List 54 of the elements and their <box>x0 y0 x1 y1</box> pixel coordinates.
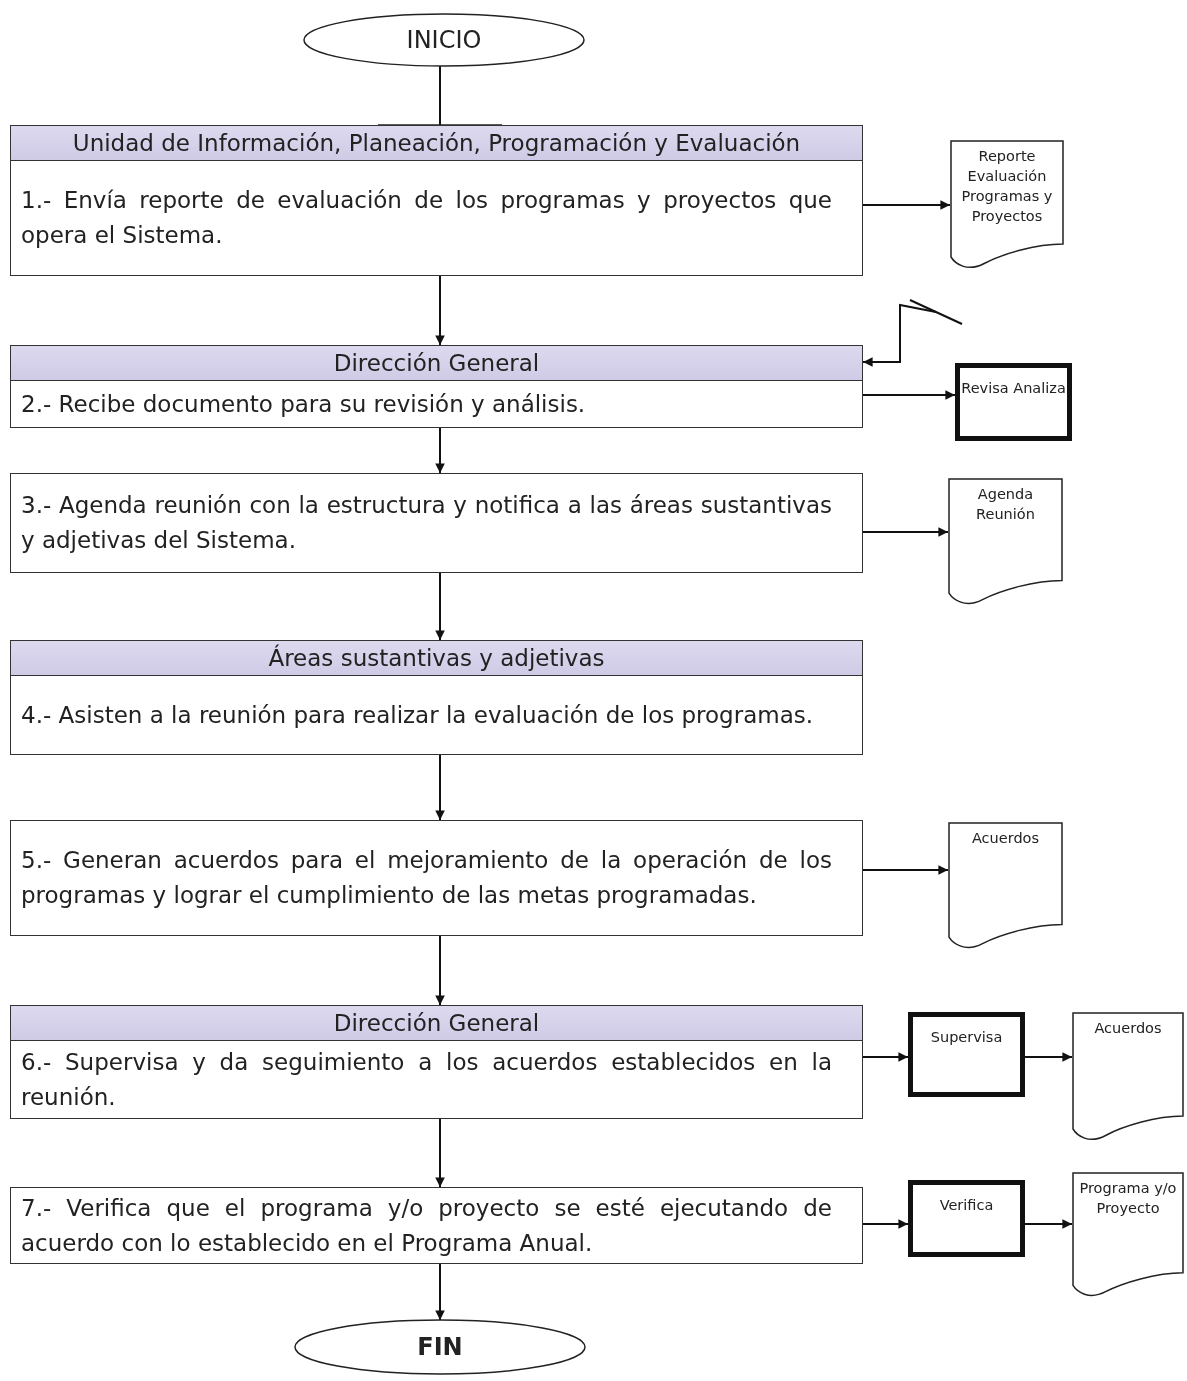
arrow <box>862 390 956 400</box>
document-label: Acuerdos <box>1094 1020 1162 1036</box>
activity-box <box>908 1180 1025 1257</box>
arrow <box>435 1263 445 1321</box>
step-text: 3.- Agenda reunión con la estructura y notifica a las áreas sustantivas y adjetivas del Sistema. <box>21 491 832 555</box>
document-shape <box>1072 1172 1184 1298</box>
document-label: Reporte Evaluación Programas y Proyectos <box>961 148 1053 224</box>
process-box <box>10 125 863 276</box>
activity-box <box>908 1012 1025 1097</box>
terminator-ellipse <box>295 1320 585 1374</box>
arrow <box>435 275 445 346</box>
document-shape <box>950 140 1064 270</box>
process-box <box>10 640 863 755</box>
process-box <box>10 820 863 936</box>
terminator-ellipse <box>304 14 584 66</box>
step-text: 2.- Recibe documento para su revisión y análisis. <box>21 389 587 419</box>
arrow <box>1024 1219 1073 1229</box>
document-label: Acuerdos <box>971 830 1040 846</box>
step-text: 7.- Verifica que el programa y/o proyecto se esté ejecutando de acuerdo con lo establecido en el Programa Anual. <box>21 1193 832 1258</box>
arrow <box>1024 1052 1073 1062</box>
lane-header: Dirección General <box>11 346 862 381</box>
activity-label: Revisa Analiza <box>961 380 1066 396</box>
step-text: 5.- Generan acuerdos para el mejoramiento de la operación de los programas y lograr el cumplimiento de las metas programadas. <box>21 846 832 910</box>
lane-header: Áreas sustantivas y adjetivas <box>11 641 862 676</box>
document-label: Agenda Reunión <box>976 486 1035 522</box>
step-text: 6.- Supervisa y da seguimiento a los acuerdos establecidos en la reunión. <box>21 1047 832 1112</box>
document-shape <box>948 822 1063 950</box>
activity-label: Supervisa <box>930 1029 1003 1045</box>
arrow <box>435 572 445 641</box>
arrow <box>862 865 949 875</box>
process-box <box>10 345 863 428</box>
arrow <box>435 935 445 1006</box>
arrow <box>862 303 937 367</box>
lane-header: Unidad de Información, Planeación, Programación y Evaluación <box>11 126 862 161</box>
arrow <box>862 200 951 210</box>
step-text: 1.- Envía reporte de evaluación de los programas y proyectos que opera el Sistema. <box>21 186 832 250</box>
process-box <box>10 473 863 573</box>
document-shape <box>948 478 1063 606</box>
process-box <box>10 1005 863 1119</box>
arrow <box>435 754 445 821</box>
process-box <box>10 1187 863 1264</box>
arrow <box>862 1219 909 1229</box>
lane-header: Dirección General <box>11 1006 862 1041</box>
activity-box <box>955 363 1072 441</box>
arrow <box>862 1052 909 1062</box>
step-text: 4.- Asisten a la reunión para realizar la evaluación de los programas. <box>21 700 815 730</box>
document-label: Programa y/o Proyecto <box>1079 1180 1177 1216</box>
arrow <box>435 427 445 474</box>
document-shape <box>1072 1012 1184 1142</box>
arrow <box>862 527 949 537</box>
activity-label: Verifica <box>939 1197 994 1213</box>
terminator-label: FIN <box>417 1333 463 1361</box>
terminator-label: INICIO <box>406 26 482 54</box>
arrow <box>435 1118 445 1188</box>
